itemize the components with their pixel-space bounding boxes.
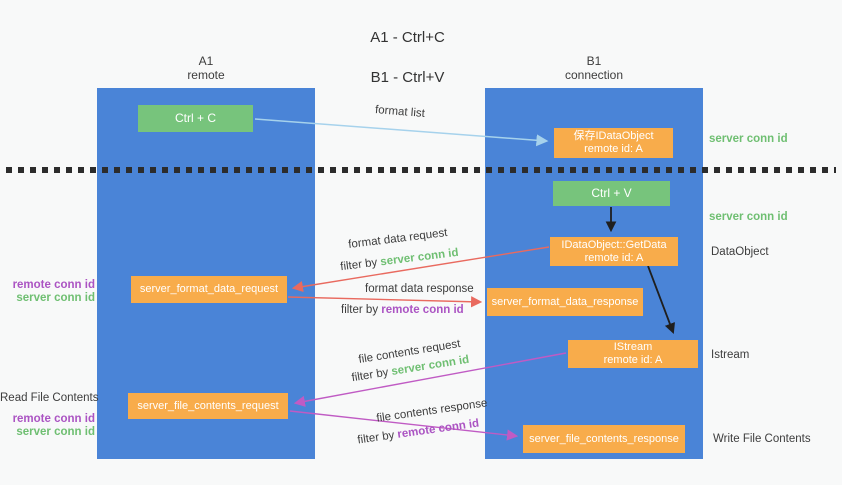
label-istream: Istream xyxy=(711,349,750,361)
lifeline-a1-subtitle: remote xyxy=(187,68,225,82)
node-ctrl-c-label: Ctrl + C xyxy=(174,111,216,125)
remote-conn-id-highlight: remote conn id xyxy=(396,417,480,441)
label-server-conn-id-right-1: server conn id xyxy=(709,133,788,145)
label-server-conn-id-left-2: server conn id xyxy=(16,426,95,438)
lifeline-header-b1: B1 connection xyxy=(485,54,703,82)
node-server-format-data-request: server_format_data_request xyxy=(131,276,287,303)
label-conn-ids-left-group-2: remote conn id server conn id xyxy=(0,413,95,439)
lifeline-b1-name: B1 xyxy=(586,54,602,68)
label-server-conn-id-right-2: server conn id xyxy=(709,211,788,223)
lifeline-header-a1: A1 remote xyxy=(97,54,315,82)
label-format-list: format list xyxy=(374,104,426,120)
node-file-response-label: server_file_contents_response xyxy=(529,432,679,445)
node-ctrl-c: Ctrl + C xyxy=(138,105,253,132)
label-format-data-request: format data request xyxy=(347,226,449,252)
node-format-request-label: server_format_data_request xyxy=(139,283,279,295)
label-filter-by-remote-conn-id-2: filter by remote conn id xyxy=(357,418,480,447)
label-server-conn-id-left-1: server conn id xyxy=(16,292,95,304)
node-save-dataobject: 保存IDataObject remote id: A xyxy=(554,128,673,158)
node-save-dataobject-line2: remote id: A xyxy=(584,143,643,155)
label-write-file-contents: Write File Contents xyxy=(713,433,811,445)
node-getdata-line2: remote id: A xyxy=(584,251,644,264)
node-istream: IStream remote id: A xyxy=(568,340,698,368)
node-server-file-contents-request: server_file_contents_request xyxy=(128,393,288,419)
title-line-2: B1 - Ctrl+V xyxy=(370,69,445,86)
label-conn-ids-left-group-1: remote conn id server conn id xyxy=(0,279,95,305)
arrow-format-data-response xyxy=(287,296,483,308)
filter-prefix: filter by xyxy=(341,304,382,316)
node-server-file-contents-response: server_file_contents_response xyxy=(523,425,685,453)
filter-prefix: filter by xyxy=(356,428,399,447)
server-conn-id-highlight: server conn id xyxy=(379,246,460,269)
label-dataobject: DataObject xyxy=(711,246,769,258)
diagram-title: A1 - Ctrl+C B1 - Ctrl+V xyxy=(300,8,515,108)
node-getdata-line1: IDataObject::GetData xyxy=(561,238,667,251)
node-file-request-label: server_file_contents_request xyxy=(137,399,279,412)
filter-prefix: filter by xyxy=(339,256,382,274)
label-format-data-response: format data response xyxy=(365,283,474,295)
lifeline-a1-name: A1 xyxy=(198,54,214,68)
label-filter-by-remote-conn-id-1: filter by remote conn id xyxy=(341,304,464,316)
node-save-dataobject-line1: 保存IDataObject xyxy=(573,130,654,142)
label-remote-conn-id-left-2: remote conn id xyxy=(12,413,95,425)
title-line-1: A1 - Ctrl+C xyxy=(370,29,445,46)
filter-prefix: filter by xyxy=(350,366,393,385)
remote-conn-id-highlight: remote conn id xyxy=(381,304,464,316)
label-filter-by-server-conn-id-1: filter by server conn id xyxy=(340,247,459,273)
node-format-response-label: server_format_data_response xyxy=(491,295,639,308)
phase-separator-dotted-line xyxy=(6,167,836,173)
label-remote-conn-id-left-1: remote conn id xyxy=(12,279,95,291)
node-ctrl-v: Ctrl + V xyxy=(553,181,670,206)
node-idataobject-getdata: IDataObject::GetData remote id: A xyxy=(550,237,678,266)
node-server-format-data-response: server_format_data_response xyxy=(487,288,643,316)
label-read-file-contents: Read File Contents xyxy=(0,392,99,404)
node-istream-line2: remote id: A xyxy=(603,354,663,366)
node-istream-line1: IStream xyxy=(613,341,653,353)
lifeline-b1-subtitle: connection xyxy=(564,68,624,82)
node-ctrl-v-label: Ctrl + V xyxy=(591,186,632,200)
